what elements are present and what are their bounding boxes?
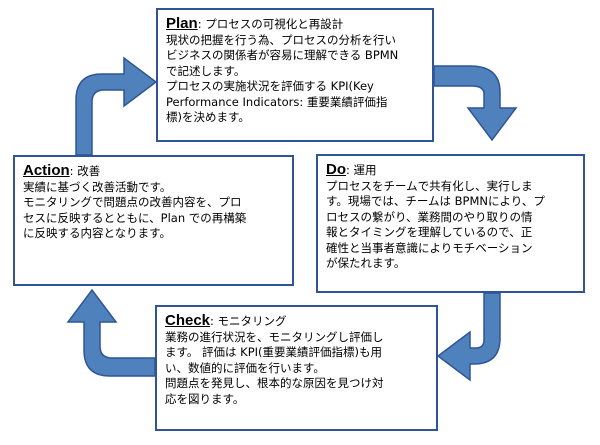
action-title: Action [23,162,70,179]
check-heading: Check: モニタリング [165,313,428,330]
action-description: 実績に基づく改善活動です。 モニタリングで問題点の改善内容を、プロ セスに反映す… [23,179,247,241]
action-box: Action: 改善 実績に基づく改善活動です。 モニタリングで問題点の改善内容… [13,155,294,286]
plan-title: Plan [166,15,198,32]
check-subtitle: : モニタリング [210,314,287,328]
action-subtitle: : 改善 [69,164,101,178]
check-title: Check [165,312,211,329]
do-title: Do [326,161,346,178]
plan-heading: Plan: プロセスの可視化と再設計 [166,16,424,33]
arrow-action-to-plan [75,56,158,156]
action-heading: Action: 改善 [23,163,284,180]
arrow-plan-to-do [433,65,518,142]
plan-description: 現状の把握を行う為、プロセスの分析を行い ビジネスの関係者が容易に理解できる B… [166,32,399,125]
plan-subtitle: : プロセスの可視化と再設計 [197,17,344,31]
do-box: Do: 運用 プロセスをチームで共有化し、実行しま す。現場では、チームは BP… [316,154,585,293]
plan-box: Plan: プロセスの可視化と再設計 現状の把握を行う為、プロセスの分析を行い … [156,8,434,142]
arrow-do-to-check [436,292,501,382]
do-heading: Do: 運用 [326,162,575,179]
check-description: 業務の進行状況を、モニタリングし評価し ます。 評価は KPI(重要業績評価指標… [165,329,384,406]
arrow-check-to-action [66,288,156,377]
do-description: プロセスをチームで共有化し、実行しま す。現場では、チームは BPMNにより、プ… [326,178,545,271]
do-subtitle: : 運用 [346,163,377,177]
check-box: Check: モニタリング 業務の進行状況を、モニタリングし評価し ます。 評価… [155,305,438,431]
